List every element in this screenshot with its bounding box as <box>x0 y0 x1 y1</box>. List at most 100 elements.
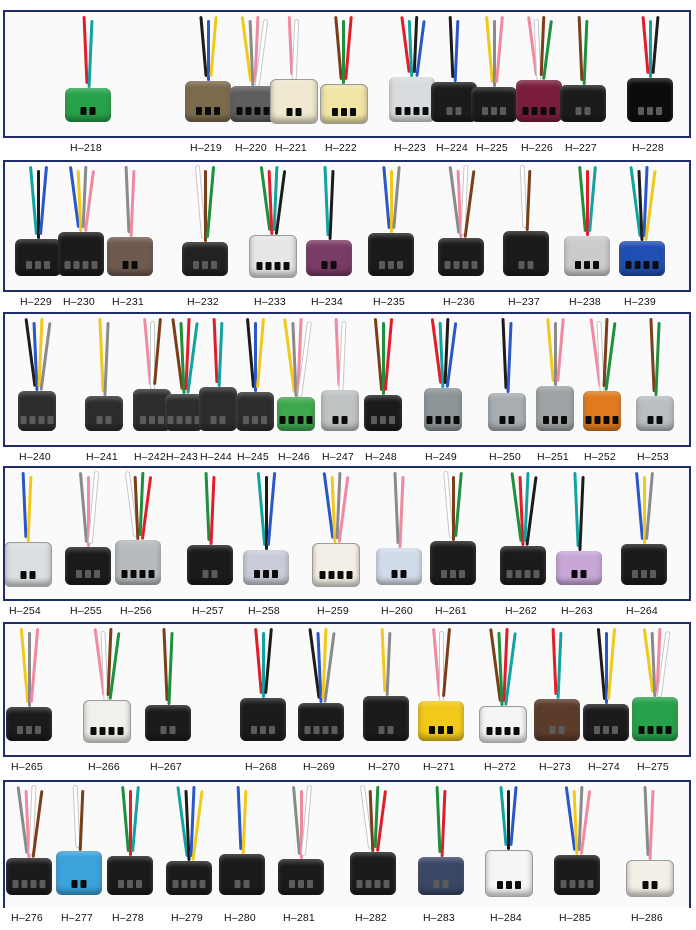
connector-housing <box>312 543 360 587</box>
connector-image <box>418 782 464 909</box>
connector-pins <box>12 880 46 888</box>
part-number-label: H–270 <box>368 761 400 773</box>
wire-lead <box>264 627 273 695</box>
wire-lead <box>262 632 265 698</box>
connector-image <box>418 624 464 755</box>
wire-lead <box>131 785 140 853</box>
connector-image <box>556 468 602 599</box>
connector-image <box>278 782 324 909</box>
connector-image <box>236 314 274 445</box>
connector-image <box>320 12 368 136</box>
connector-image <box>65 468 111 599</box>
part-number-label: H–238 <box>569 296 601 308</box>
part-number-label: H–257 <box>192 605 224 617</box>
wire-lead <box>390 170 393 233</box>
part-number-label: H–261 <box>435 605 467 617</box>
wire-lead <box>151 322 154 389</box>
connector-pins <box>172 880 206 888</box>
connector-image <box>182 162 228 290</box>
wire-lead <box>153 317 162 386</box>
part-number-label: H–251 <box>537 451 569 463</box>
connector-image <box>145 624 191 755</box>
wire-lead <box>217 321 224 388</box>
connector-housing <box>430 541 476 585</box>
part-number-label: H–243 <box>166 451 198 463</box>
wire-lead <box>525 169 532 232</box>
connector-housing <box>107 856 153 895</box>
wire-lead <box>398 475 405 549</box>
part-number-label: H–263 <box>561 605 593 617</box>
part-number-label: H–262 <box>505 605 537 617</box>
part-number-label: H–226 <box>521 142 553 154</box>
part-number-label: H–283 <box>423 912 455 924</box>
connector-housing <box>133 389 171 431</box>
part-number-label: H–286 <box>631 912 663 924</box>
part-number-label: H–223 <box>394 142 426 154</box>
connector-housing <box>534 699 580 741</box>
part-number-label: H–219 <box>190 142 222 154</box>
connector-image <box>166 782 212 909</box>
wire-lead <box>29 628 40 703</box>
part-number-label: H–254 <box>9 605 41 617</box>
connector-housing <box>500 546 546 585</box>
connector-pins <box>426 416 460 424</box>
connector-housing <box>277 397 315 431</box>
connector-pins <box>518 261 534 269</box>
connector-image <box>312 468 360 599</box>
connector-image <box>133 314 171 445</box>
connector-pins <box>585 416 619 424</box>
connector-housing <box>389 77 435 122</box>
connector-image <box>500 468 546 599</box>
connector-image <box>107 782 153 909</box>
part-number-label: H–272 <box>484 761 516 773</box>
wire-lead <box>588 165 597 233</box>
connector-image <box>564 162 610 290</box>
wire-lead <box>382 322 385 395</box>
connector-image <box>560 12 606 136</box>
connector-image <box>627 12 673 136</box>
wire-lead <box>300 790 303 859</box>
connector-pins <box>254 570 278 578</box>
part-number-label: H–246 <box>278 451 310 463</box>
wire-lead <box>452 476 455 541</box>
connector-housing <box>243 550 289 585</box>
wire-lead <box>207 20 210 81</box>
wire-lead <box>328 169 335 241</box>
part-number-label: H–278 <box>112 912 144 924</box>
connector-pins <box>64 261 98 269</box>
part-number-label: H–268 <box>245 761 277 773</box>
connector-pins <box>71 880 87 888</box>
connector-housing <box>278 859 324 895</box>
connector-pins <box>332 108 356 116</box>
connector-housing <box>182 242 228 276</box>
connector-housing <box>556 551 602 585</box>
connector-housing <box>6 858 52 895</box>
wire-lead <box>255 318 266 388</box>
catalog-panel-6 <box>3 780 691 911</box>
wire-lead <box>454 471 463 538</box>
connector-housing <box>56 851 102 895</box>
connector-pins <box>251 726 275 734</box>
wire-lead <box>344 15 353 81</box>
connector-image <box>583 314 621 445</box>
part-number-label: H–255 <box>70 605 102 617</box>
connector-pins <box>522 107 556 115</box>
connector-housing <box>199 387 237 431</box>
connector-image <box>240 624 286 755</box>
part-number-label: H–274 <box>588 761 620 773</box>
part-number-label: H–285 <box>559 912 591 924</box>
connector-housing <box>636 396 674 431</box>
connector-image <box>85 314 123 445</box>
connector-pins <box>549 726 565 734</box>
connector-image <box>534 624 580 755</box>
connector-image <box>270 12 318 136</box>
connector-pins <box>289 880 313 888</box>
connector-housing <box>65 547 111 585</box>
connector-image <box>58 162 104 290</box>
part-number-label: H–235 <box>373 296 405 308</box>
connector-image <box>619 162 665 290</box>
connector-housing <box>350 852 396 895</box>
connector-image <box>479 624 527 755</box>
part-number-label: H–222 <box>325 142 357 154</box>
